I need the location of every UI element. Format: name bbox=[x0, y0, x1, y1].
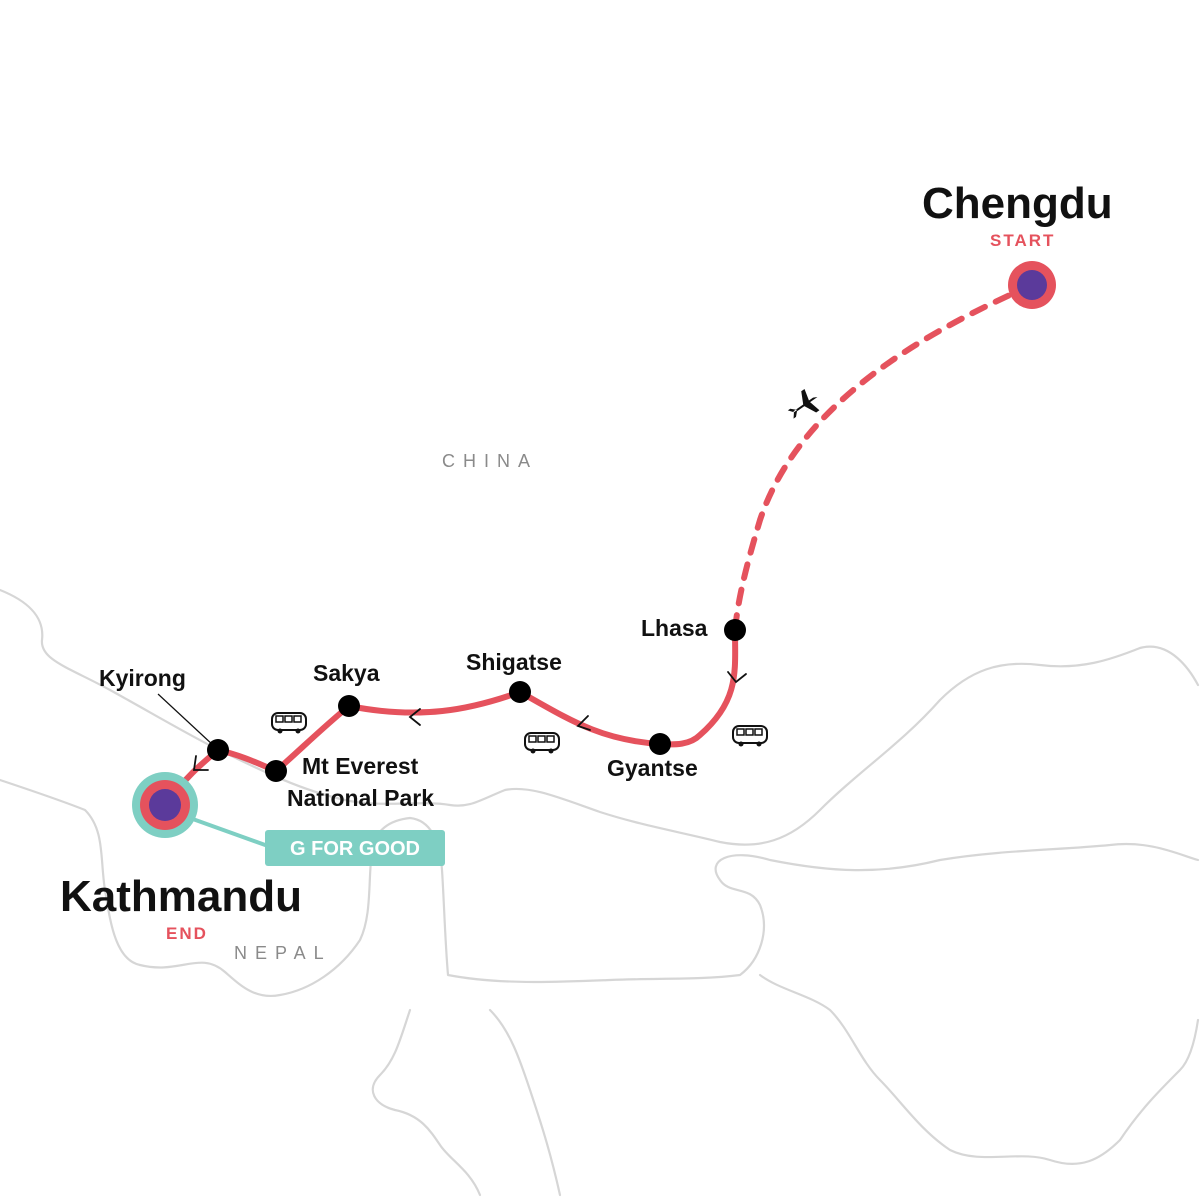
stop-label-shigatse: Shigatse bbox=[466, 649, 562, 675]
stop-label-sakya: Sakya bbox=[313, 660, 380, 686]
start-city-label: Chengdu bbox=[922, 179, 1113, 228]
stop-label-gyantse: Gyantse bbox=[607, 755, 698, 781]
stop-marker-everest[interactable] bbox=[265, 760, 287, 782]
stop-marker-shigatse[interactable] bbox=[509, 681, 531, 703]
flight-route bbox=[732, 282, 1035, 633]
g-for-good-badge[interactable] bbox=[265, 830, 445, 866]
bus-icon bbox=[732, 725, 768, 747]
border-myanmar bbox=[488, 1008, 562, 1197]
arrow-gyantse-shigatse bbox=[576, 715, 591, 731]
bus-icon bbox=[271, 712, 307, 734]
end-city-label: Kathmandu bbox=[60, 872, 302, 921]
border-china-nepal bbox=[0, 588, 1200, 846]
border-east bbox=[758, 973, 1200, 1165]
g-for-good-connector bbox=[189, 816, 269, 848]
country-label-china: CHINA bbox=[442, 451, 538, 471]
start-marker-chengdu[interactable] bbox=[1008, 261, 1056, 309]
arrow-shigatse-sakya bbox=[408, 708, 421, 726]
stop-marker-sakya[interactable] bbox=[338, 695, 360, 717]
arrow-kyirong-kathmandu bbox=[192, 755, 209, 771]
end-tag: END bbox=[166, 924, 208, 943]
country-label-nepal: NEPAL bbox=[234, 943, 332, 963]
g-for-good-label: G FOR GOOD bbox=[290, 838, 420, 860]
end-marker-kathmandu[interactable] bbox=[132, 772, 198, 838]
stop-label-everest-line1: Mt Everest bbox=[302, 753, 419, 779]
border-nepal-south bbox=[0, 778, 412, 998]
overland-route bbox=[162, 627, 739, 808]
kyirong-leader-line bbox=[157, 693, 215, 747]
stop-marker-lhasa[interactable] bbox=[724, 619, 746, 641]
bus-icon bbox=[524, 732, 560, 754]
stop-marker-kyirong[interactable] bbox=[207, 739, 229, 761]
airplane-icon bbox=[787, 388, 820, 419]
border-bangladesh bbox=[371, 1008, 482, 1197]
stop-marker-gyantse[interactable] bbox=[649, 733, 671, 755]
stop-label-everest-line2: National Park bbox=[287, 785, 434, 811]
border-india-bhutan bbox=[408, 816, 1200, 984]
direction-arrows bbox=[192, 671, 747, 771]
arrow-lhasa-gyantse bbox=[727, 671, 747, 684]
stop-label-kyirong: Kyirong bbox=[99, 665, 186, 691]
stop-label-lhasa: Lhasa bbox=[641, 615, 708, 641]
start-tag: START bbox=[990, 231, 1055, 250]
country-borders bbox=[0, 588, 1200, 1197]
